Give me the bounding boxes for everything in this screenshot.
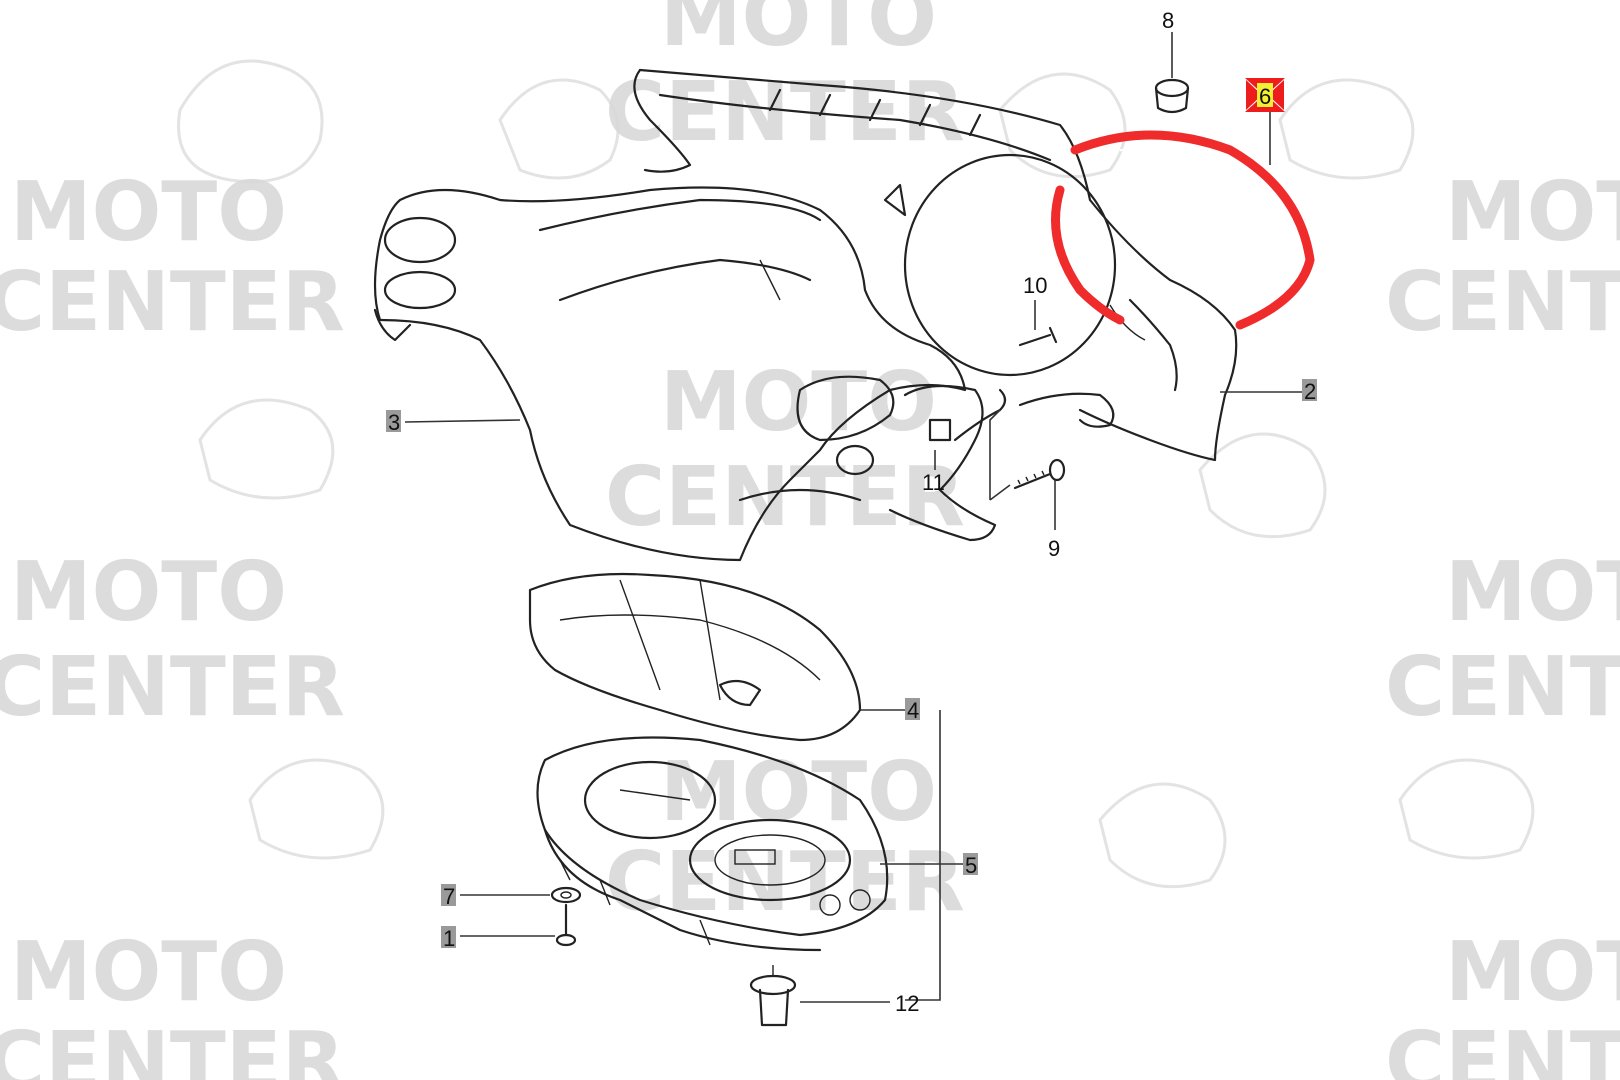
watermark-moto: MOTO — [660, 0, 937, 65]
callout-label-6[interactable]: 6 — [1259, 84, 1271, 109]
callout-label-5[interactable]: 5 — [965, 853, 977, 878]
callout-label-12[interactable]: 12 — [895, 991, 919, 1016]
instrument-panel — [536, 736, 889, 952]
bulb-socket-part — [749, 965, 797, 1027]
callout-label-4[interactable]: 4 — [907, 698, 919, 723]
watermark-center: CENTER — [1385, 1015, 1620, 1080]
watermark-center: CENTER — [605, 450, 965, 545]
watermark-moto: MOTO — [1445, 545, 1620, 640]
callout-label-1[interactable]: 1 — [443, 926, 455, 951]
callout-label-10[interactable]: 10 — [1023, 273, 1047, 298]
callout-label-8[interactable]: 8 — [1162, 8, 1174, 33]
watermark-center: CENTER — [1385, 640, 1620, 735]
watermark-center: CENTER — [0, 1015, 345, 1080]
scooter-watermark-icon — [177, 59, 1535, 889]
watermark-moto: MOTO — [1445, 925, 1620, 1020]
callout-label-7[interactable]: 7 — [443, 884, 455, 909]
watermark-center: CENTER — [0, 255, 345, 350]
watermark-center: CENTER — [605, 65, 965, 160]
watermark-moto: MOTO — [660, 745, 937, 840]
clip-part-11 — [928, 388, 1115, 442]
callout-label-3[interactable]: 3 — [388, 410, 400, 435]
washer-part — [550, 886, 582, 904]
highlight-marker-icon — [1245, 78, 1285, 112]
screw-part-10 — [1018, 326, 1058, 347]
watermark-moto: MOTO — [10, 165, 287, 260]
watermark-moto: MOTO — [1445, 165, 1620, 260]
watermark-moto: MOTO — [10, 925, 287, 1020]
callout-label-11[interactable]: 11 — [922, 470, 945, 495]
callout-label-9[interactable]: 9 — [1048, 536, 1060, 561]
front-handlebar-cover — [633, 68, 1238, 462]
highlighted-gasket-part — [1051, 130, 1315, 330]
callout-label-2[interactable]: 2 — [1304, 379, 1316, 404]
instrument-cover — [528, 572, 862, 742]
callout-labels: 8 6 10 2 3 11 9 4 5 7 1 12 — [386, 8, 1317, 1016]
leader-lines — [404, 32, 1305, 1003]
watermark-center: CENTER — [0, 640, 345, 735]
rear-handlebar-cover — [373, 186, 997, 562]
bolt-part — [555, 903, 577, 947]
watermark-moto: MOTO — [10, 545, 287, 640]
watermark-center: CENTER — [605, 835, 965, 930]
grommet-part — [1154, 78, 1190, 114]
watermark-center: CENTER — [1385, 255, 1620, 350]
screw-part-9 — [1013, 458, 1066, 490]
